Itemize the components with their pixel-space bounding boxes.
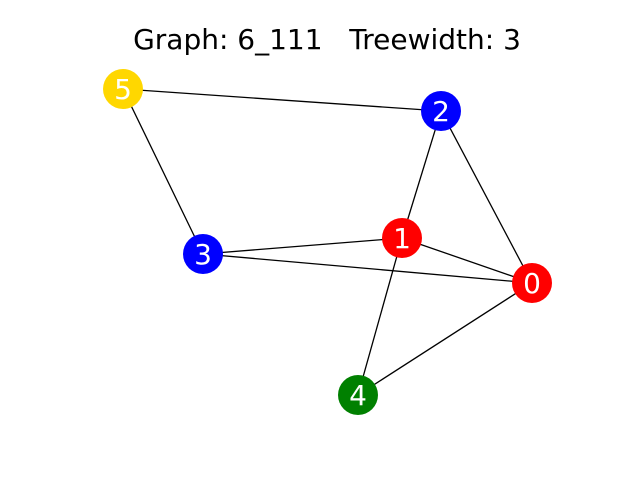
edge-5-2 [122,88,442,112]
edge-2-1 [401,110,442,239]
node-circle [103,69,143,109]
node-label: 1 [393,222,411,255]
node-circle [338,375,378,415]
nodes-layer: 0 1 2 3 4 5 [103,69,552,415]
node-circle [183,234,223,274]
edge-5-3 [122,88,204,255]
node-0: 0 [512,263,552,303]
node-circle [421,91,461,131]
edge-4-0 [357,282,533,396]
edge-3-1 [202,237,403,255]
edge-1-0 [401,237,533,284]
node-2: 2 [421,91,461,131]
node-5: 5 [103,69,143,109]
node-1: 1 [382,218,422,258]
edges-layer [122,88,533,396]
node-circle [512,263,552,303]
node-circle [382,218,422,258]
node-4: 4 [338,375,378,415]
edge-3-0 [202,253,533,284]
edge-2-0 [440,110,533,284]
node-label: 3 [194,238,212,271]
edge-1-4 [357,237,403,396]
node-label: 2 [432,95,450,128]
node-label: 5 [114,73,132,106]
figure-title: Graph: 6_111 Treewidth: 3 [133,23,521,56]
node-3: 3 [183,234,223,274]
node-label: 0 [523,267,541,300]
node-label: 4 [349,379,367,412]
